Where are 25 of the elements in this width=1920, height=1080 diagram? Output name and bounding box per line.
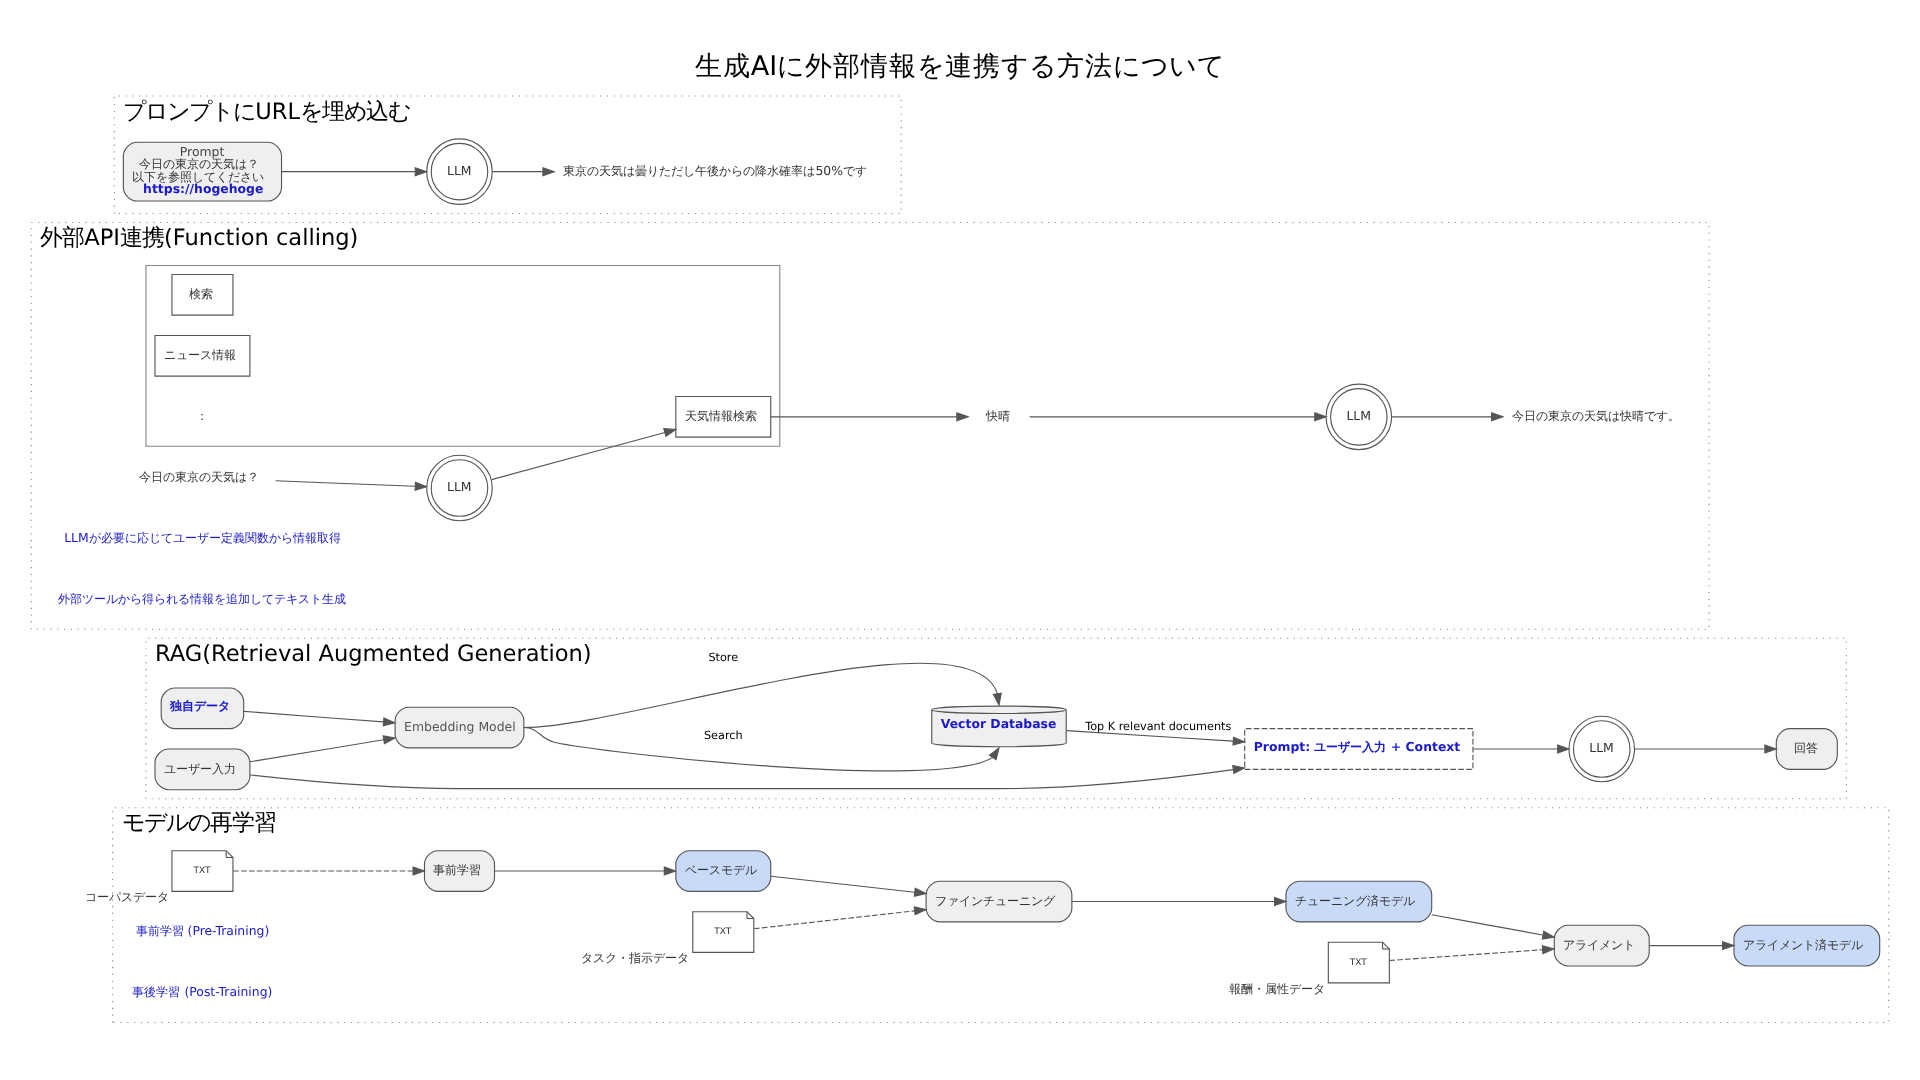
arrow: [1391, 412, 1505, 422]
diagram-title: 生成AIに外部情報を連携する方法について: [694, 50, 1226, 83]
arrow: [1071, 896, 1288, 907]
arrow: [1431, 914, 1556, 940]
arrow: [249, 764, 1247, 790]
arrow: [770, 875, 928, 897]
arrow: [523, 727, 1000, 772]
arrow: [1472, 744, 1571, 754]
arrow: [249, 735, 397, 763]
arrow: [523, 662, 1002, 729]
arrow: [1065, 730, 1247, 746]
cluster: [145, 264, 781, 447]
arrow: [492, 166, 556, 177]
arrow: [491, 428, 678, 481]
arrow: [1029, 412, 1328, 422]
arrow: [494, 866, 678, 876]
arrow: [1388, 945, 1556, 962]
arrow: [281, 166, 429, 177]
arrow: [232, 866, 427, 876]
arrow: [275, 480, 429, 492]
arrow: [1648, 940, 1736, 951]
arrow: [1634, 744, 1778, 754]
arrow: [770, 412, 970, 422]
arrow: [243, 710, 397, 727]
arrow: [753, 906, 928, 930]
